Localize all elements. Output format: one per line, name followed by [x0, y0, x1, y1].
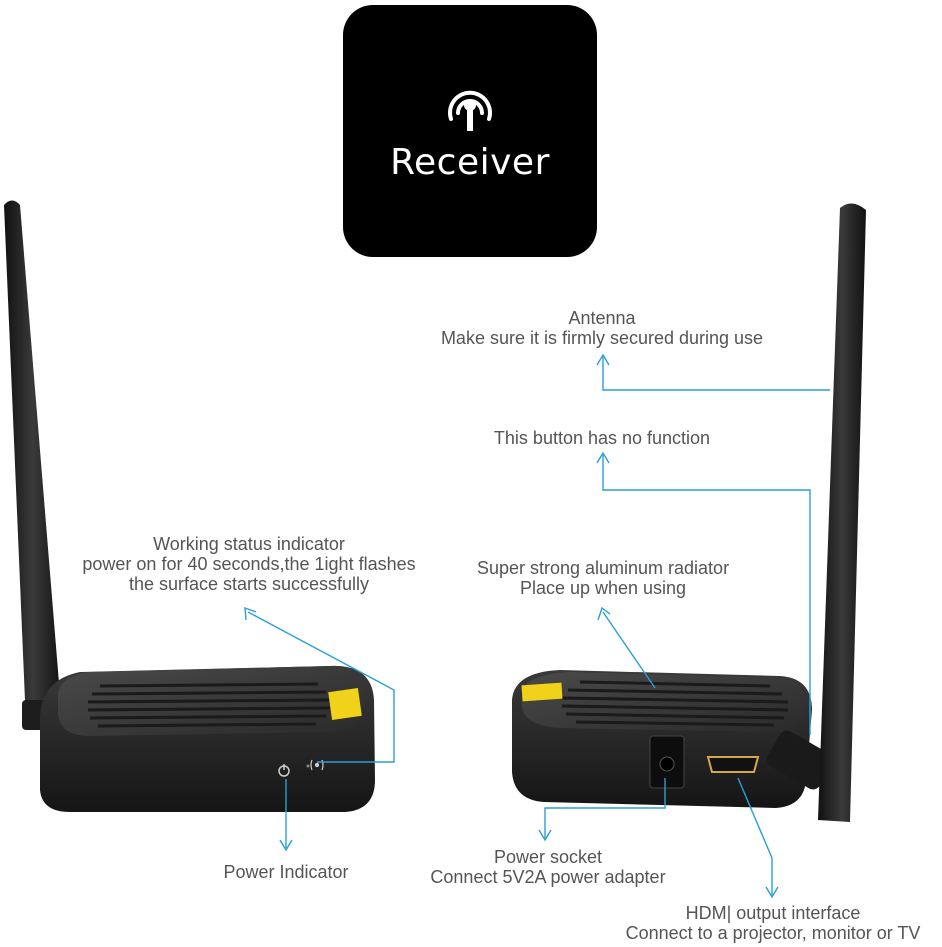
- status-desc-2: the surface starts successfully: [128, 574, 370, 594]
- radiator-desc: Place up when using: [519, 578, 687, 598]
- left-vent-grille: [87, 682, 331, 728]
- right-yellow-sticker: [521, 682, 563, 702]
- antenna-callout: Antenna Make sure it is firmly secured d…: [420, 308, 784, 348]
- wireless-signal-icon: [448, 90, 492, 131]
- right-receiver-device: [512, 203, 866, 823]
- status-title: Working status indicator: [153, 534, 345, 554]
- hdmi-callout: HDM| output interface Connect to a proje…: [608, 903, 938, 943]
- button-desc: This button has no function: [493, 428, 711, 448]
- power-socket-title: Power socket: [493, 847, 603, 867]
- status-wifi-icon: [310, 759, 324, 771]
- power-indicator-title: Power Indicator: [223, 862, 349, 882]
- button-callout: This button has no function: [470, 428, 734, 448]
- status-callout: Working status indicator power on for 40…: [60, 534, 438, 594]
- antenna-title: Antenna: [568, 308, 636, 328]
- radiator-title: Super strong aluminum radiator: [476, 558, 730, 578]
- right-antenna: [818, 203, 866, 823]
- left-receiver-device: [4, 200, 375, 812]
- power-socket-callout: Power socket Connect 5V2A power adapter: [410, 847, 686, 887]
- hdmi-title: HDM| output interface: [685, 903, 861, 923]
- badge-title: Receiver: [390, 142, 550, 183]
- receiver-badge: Receiver: [343, 5, 597, 257]
- power-indicator-callout: Power Indicator: [206, 862, 366, 882]
- hdmi-desc: Connect to a projector, monitor or TV: [625, 923, 921, 943]
- callout-lines: [244, 353, 830, 899]
- left-antenna: [4, 200, 62, 724]
- antenna-desc: Make sure it is firmly secured during us…: [440, 328, 764, 348]
- hdmi-port: [706, 756, 760, 773]
- right-vent-grille: [561, 680, 789, 727]
- radiator-callout: Super strong aluminum radiator Place up …: [456, 558, 750, 598]
- power-socket-desc: Connect 5V2A power adapter: [430, 867, 666, 887]
- status-desc-1: power on for 40 seconds,the 1ight flashe…: [82, 554, 416, 574]
- left-yellow-sticker: [328, 688, 362, 720]
